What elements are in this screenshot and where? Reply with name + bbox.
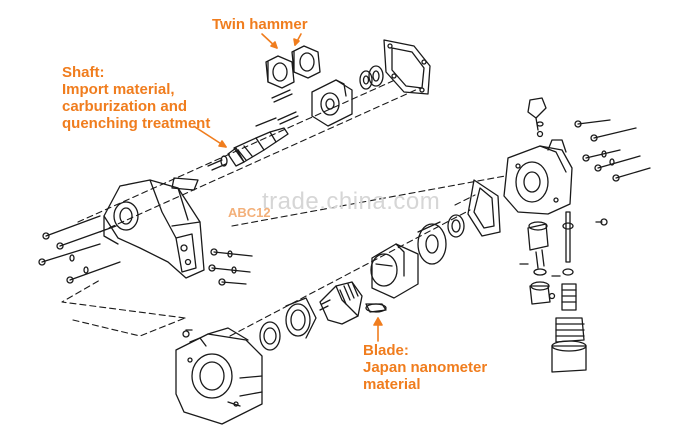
washers xyxy=(359,65,384,90)
shaft-callout: Shaft: Import material, carburization an… xyxy=(62,64,210,132)
left-bolts xyxy=(38,215,121,284)
right-bolts xyxy=(574,119,651,226)
watermark: trade.china.com xyxy=(262,188,441,215)
twin-hammer-label: Twin hammer xyxy=(212,16,308,33)
twin-hammer-part-right xyxy=(291,45,321,79)
rear-housing xyxy=(503,139,573,215)
blade-line-2: material xyxy=(363,376,421,393)
callout-arrows xyxy=(194,33,383,342)
blade-piece xyxy=(365,303,387,313)
cylinder xyxy=(370,243,419,299)
bearings xyxy=(259,214,465,351)
blade-callout: Blade: Japan nanometer material xyxy=(363,342,487,393)
shaft-line-1: Import material, xyxy=(62,81,175,98)
motor-housing xyxy=(175,327,263,425)
trigger-clip xyxy=(527,97,547,138)
front-housing xyxy=(103,177,205,279)
front-gasket xyxy=(383,39,431,95)
blade-line-1: Japan nanometer xyxy=(363,359,488,376)
rotor xyxy=(319,281,363,325)
twin-hammer-part-left xyxy=(265,55,295,89)
rear-end-plate xyxy=(417,221,447,265)
blade-title: Blade: xyxy=(363,342,409,359)
shaft-line-3: quenching treatment xyxy=(62,115,211,132)
anvil-shaft xyxy=(207,127,289,171)
shaft-title: Shaft: xyxy=(62,64,105,81)
hammer-pins xyxy=(255,89,299,127)
air-inlet-assembly xyxy=(551,211,587,373)
hammer-cage xyxy=(311,79,353,127)
model-label: ABC12 xyxy=(228,205,271,220)
valve-stack xyxy=(519,221,561,305)
shaft-line-2: carburization and xyxy=(62,98,188,115)
middle-screws xyxy=(208,248,253,286)
rear-handle-gasket xyxy=(467,179,501,237)
twin-hammer-callout: Twin hammer xyxy=(212,16,308,33)
